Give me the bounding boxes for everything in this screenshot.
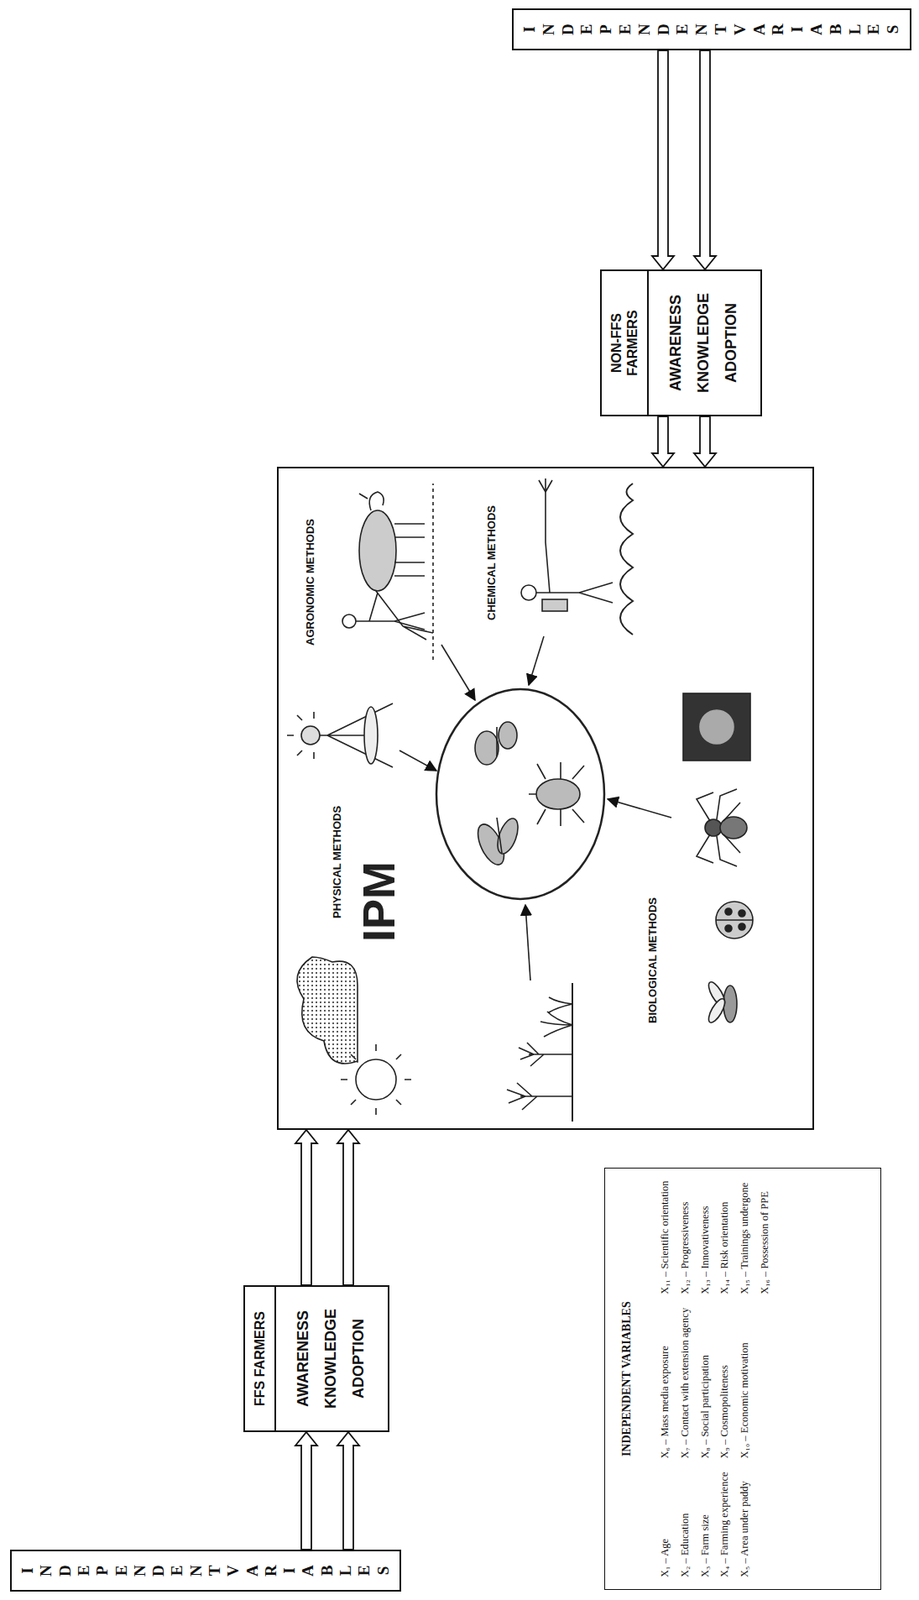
variable-item: X₂ – Education xyxy=(675,1472,696,1578)
hollow-arrow xyxy=(652,50,674,270)
variable-item: X₆ – Mass media exposure xyxy=(655,1307,676,1459)
stacked-title: INDEPENDENT VARIABLES xyxy=(18,1562,393,1579)
variable-item: X₁₂ – Progressiveness xyxy=(675,1180,696,1294)
variables-box: INDEPENDENT VARIABLES xyxy=(10,1549,402,1592)
method-label: AGRONOMIC METHODS xyxy=(303,518,317,646)
ipm-title: IPM xyxy=(354,861,404,942)
cloud-symbol xyxy=(297,956,358,1064)
variable-item: X₅ – Area under paddy xyxy=(735,1472,756,1578)
variable-item: X₁₀ – Economic motivation xyxy=(735,1307,756,1459)
hollow-arrow xyxy=(295,1431,318,1550)
pointer-arrow xyxy=(525,904,531,981)
variable-item: X₄ – Farming experience xyxy=(715,1472,736,1578)
plough-symbol xyxy=(342,483,434,660)
hollow-arrow xyxy=(694,50,716,270)
pointer-arrow xyxy=(399,750,437,771)
stage-label: ADOPTION xyxy=(722,292,741,393)
variable-item: X₁₅ – Trainings undergone xyxy=(735,1180,756,1294)
group-title: FFS FARMERS xyxy=(251,1300,268,1417)
list-heading: INDEPENDENT VARIABLES xyxy=(620,1180,634,1577)
variable-list-box: INDEPENDENT VARIABLES X₁ – AgeX₂ – Educat… xyxy=(604,1167,882,1590)
hollow-arrow xyxy=(337,1431,360,1550)
hollow-arrow xyxy=(694,416,716,467)
variable-item: X₁₄ – Risk orientation xyxy=(715,1180,736,1294)
ipm-box: PHYSICAL METHODS IPM AGRONOMIC METHODS CHEM… xyxy=(276,466,815,1130)
pointer-arrow xyxy=(528,636,544,685)
method-label: PHYSICAL METHODS xyxy=(330,805,344,919)
stacked-title: INDEPENDENT VARIABLES xyxy=(520,21,904,38)
variable-item: X₁₆ – Possession of PPE xyxy=(755,1180,776,1294)
stage-label: ADOPTION xyxy=(349,1308,368,1409)
light-trap-symbol xyxy=(287,703,393,768)
pointer-arrow xyxy=(441,644,476,700)
pointer-arrow xyxy=(607,798,672,818)
farmer-group-box: FFS FARMERS AWARENESS KNOWLEDGE ADOPTION xyxy=(243,1284,390,1432)
variables-box: INDEPENDENT VARIABLES xyxy=(511,8,912,51)
pest-ellipse xyxy=(436,689,605,899)
hollow-arrow xyxy=(295,1129,318,1285)
plants-symbol xyxy=(506,982,573,1122)
variable-item: X₁₁ – Scientific orientation xyxy=(655,1180,676,1294)
farmer-group-box: NON-FFS FARMERS AWARENESS KNOWLEDGE ADOPTIO… xyxy=(600,269,763,417)
group-title: NON-FFS FARMERS xyxy=(608,301,641,386)
hollow-arrow xyxy=(652,416,674,467)
method-label: BIOLOGICAL METHODS xyxy=(646,897,659,1024)
variable-item: X₃ – Farm size xyxy=(695,1472,716,1578)
pest-symbol xyxy=(472,721,585,869)
variable-item: X₈ – Social participation xyxy=(695,1307,716,1459)
natural-enemy-symbol xyxy=(683,693,753,1025)
sprayer-symbol xyxy=(521,478,633,635)
method-label: CHEMICAL METHODS xyxy=(485,505,498,621)
stage-label: AWARENESS xyxy=(667,292,685,393)
variable-item: X₉ – Cosmopoliteness xyxy=(715,1307,736,1459)
hollow-arrow xyxy=(337,1129,360,1285)
stage-label: KNOWLEDGE xyxy=(694,292,713,393)
stage-label: KNOWLEDGE xyxy=(322,1308,340,1409)
stage-label: AWARENESS xyxy=(294,1308,313,1409)
variable-item: X₁₃ – Innovativeness xyxy=(695,1180,716,1294)
variable-item: X₁ – Age xyxy=(655,1472,676,1578)
variable-item: X₇ – Contact with extension agency xyxy=(675,1307,696,1459)
